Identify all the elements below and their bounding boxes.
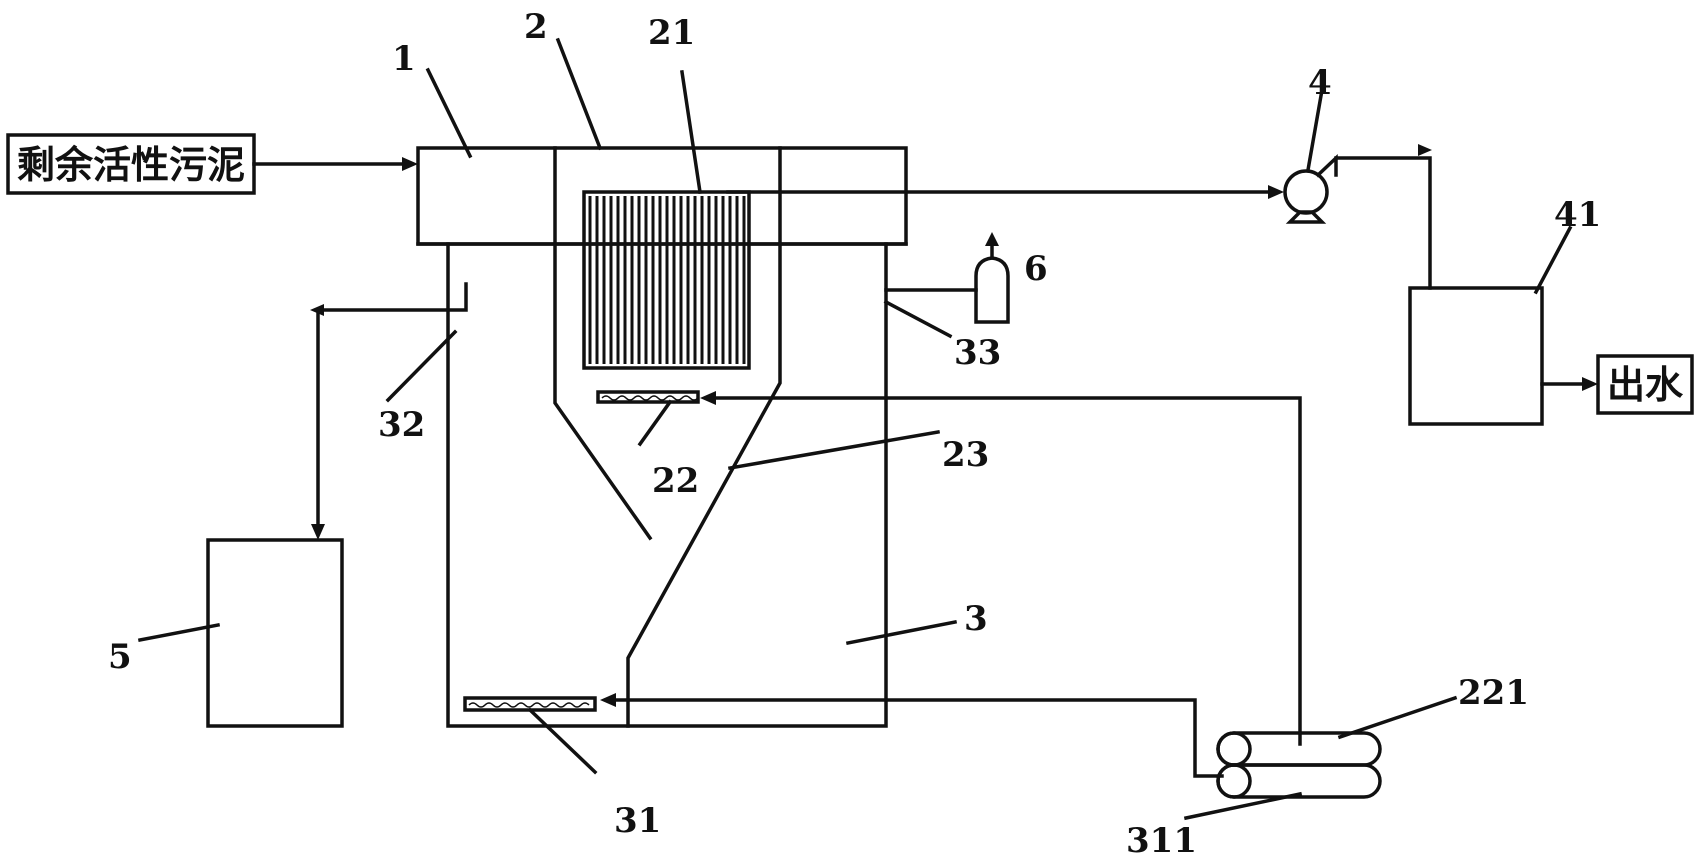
effluent-arrowhead: [1582, 377, 1598, 391]
lower-diffuser-wave: [468, 702, 590, 708]
label-33: 33: [954, 333, 1001, 373]
pump-icon: [1283, 153, 1338, 224]
label-31: 31: [614, 801, 661, 841]
sludge-discharge-pipe: [316, 282, 468, 530]
air-line-upper-arrowhead: [700, 391, 716, 405]
label-311: 311: [1126, 821, 1197, 856]
label-2: 2: [524, 7, 548, 47]
sludge-tank: [206, 538, 344, 728]
sludge-discharge-top-arrowhead: [310, 304, 324, 316]
membrane-chamber: [553, 146, 653, 541]
label-221: 221: [1458, 673, 1529, 713]
leader-lines: [137, 37, 1573, 821]
membrane-fibers: [588, 196, 746, 364]
effluent-label: 出水: [1607, 363, 1684, 407]
label-21: 21: [648, 13, 695, 53]
air-line-lower-arrowhead: [600, 693, 616, 707]
sludge-discharge-arrowhead: [311, 524, 325, 540]
main-tank-body: [446, 242, 888, 728]
upper-diffuser-wave: [601, 395, 699, 401]
label-4: 4: [1308, 63, 1332, 103]
sludge-input-box: 剩余活性污泥: [6, 133, 256, 195]
label-6: 6: [1024, 249, 1048, 289]
label-3: 3: [964, 599, 988, 639]
effluent-box: 出水: [1596, 354, 1694, 415]
blower-icon: [1216, 731, 1382, 799]
label-1: 1: [392, 39, 416, 79]
membrane-module: [582, 190, 751, 370]
label-41: 41: [1554, 195, 1601, 235]
label-22: 22: [652, 461, 699, 501]
reactor-top-frame: [416, 146, 908, 246]
pump-outlet-arrowhead: [1418, 144, 1432, 156]
sludge-feed-arrowhead: [402, 157, 418, 171]
sludge-input-label: 剩余活性污泥: [17, 143, 245, 187]
gas-collector-icon: [974, 232, 1010, 324]
upper-diffuser: [596, 390, 700, 404]
pump-outlet-line: [1334, 156, 1432, 290]
label-5: 5: [108, 637, 132, 677]
air-line-upper: [710, 396, 1302, 746]
air-line-lower: [610, 698, 1224, 778]
permeate-arrowhead: [1268, 185, 1284, 199]
label-32: 32: [378, 405, 425, 445]
effluent-tank: [1408, 286, 1544, 426]
label-23: 23: [942, 435, 989, 475]
membrane-chamber-right-wall: [626, 146, 782, 728]
